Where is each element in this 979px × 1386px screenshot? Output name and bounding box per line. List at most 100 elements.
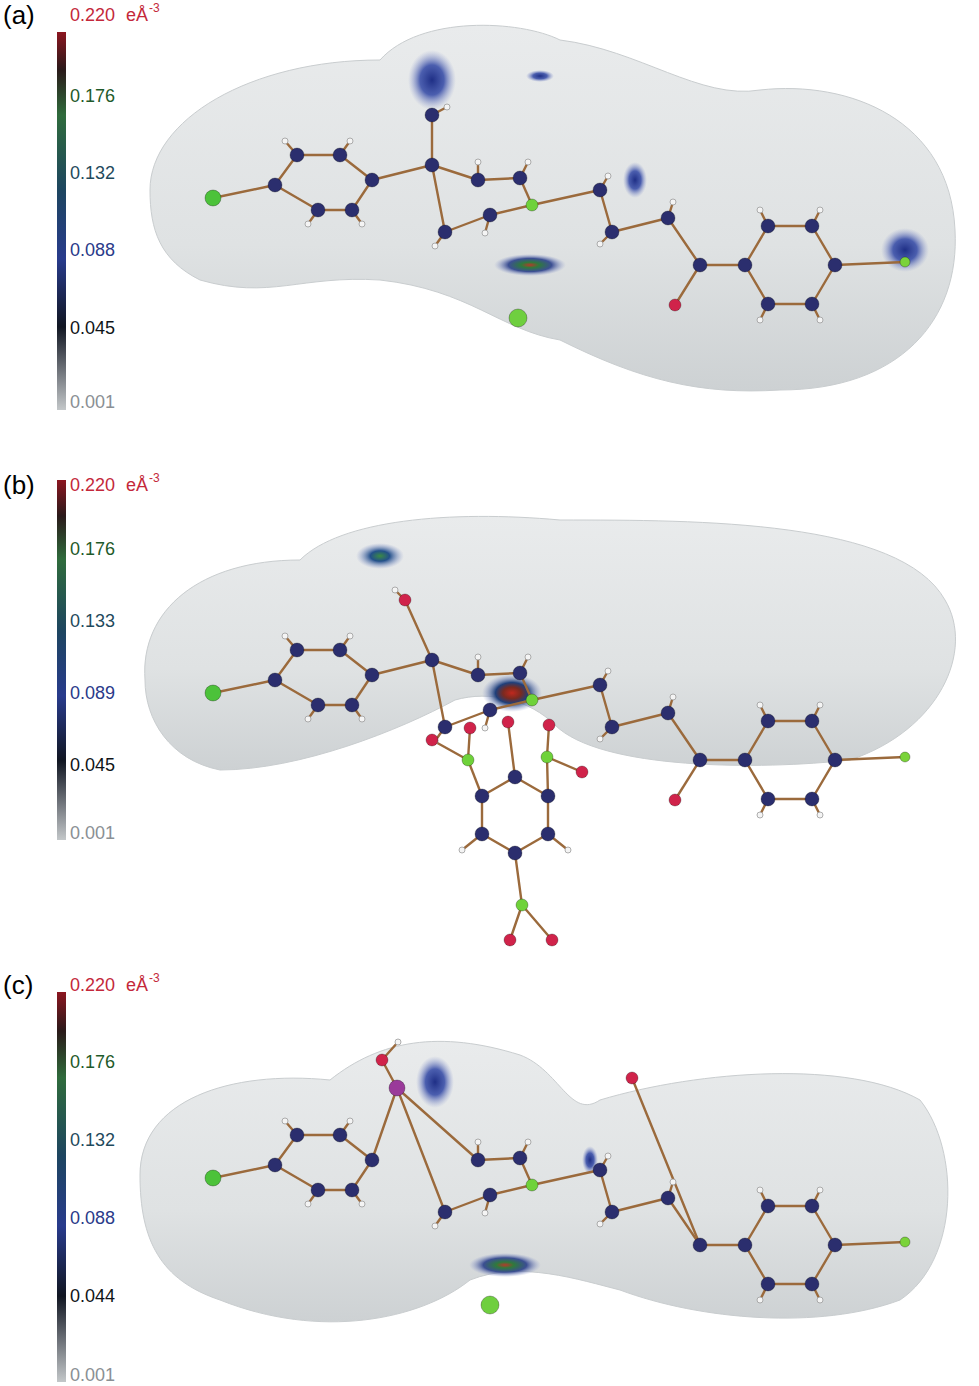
atom xyxy=(805,792,819,806)
atom xyxy=(438,1205,452,1219)
atom xyxy=(516,899,528,911)
atom xyxy=(432,1223,438,1229)
bond xyxy=(668,218,700,265)
atom xyxy=(738,1238,752,1252)
atom xyxy=(438,720,452,734)
atom xyxy=(817,1187,823,1193)
atom xyxy=(425,108,439,122)
atom xyxy=(305,1201,311,1207)
atom xyxy=(462,754,474,766)
atom xyxy=(347,633,353,639)
atom xyxy=(761,1199,775,1213)
bond xyxy=(835,262,905,265)
atom xyxy=(392,587,398,593)
atom xyxy=(444,104,450,110)
atom xyxy=(425,158,439,172)
atom xyxy=(305,221,311,227)
density-surface xyxy=(150,25,955,391)
atom xyxy=(471,668,485,682)
atom xyxy=(670,694,676,700)
atom xyxy=(365,173,379,187)
atom xyxy=(333,1128,347,1142)
atom xyxy=(359,221,365,227)
bond xyxy=(612,1198,668,1212)
scale-value: 0.088 xyxy=(70,241,115,259)
atom xyxy=(290,643,304,657)
scale-value: 0.044 xyxy=(70,1287,115,1305)
atom xyxy=(395,1039,401,1045)
atom xyxy=(426,734,438,746)
atom xyxy=(565,847,571,853)
bond xyxy=(632,1078,700,1245)
atom xyxy=(399,594,411,606)
atom xyxy=(438,225,452,239)
bond xyxy=(508,722,515,777)
unit-exponent: -3 xyxy=(149,2,160,14)
panel-label: (a) xyxy=(3,2,35,28)
atom xyxy=(425,653,439,667)
atom xyxy=(605,668,611,674)
bond xyxy=(213,1165,275,1178)
atom xyxy=(464,722,476,734)
scale-value: 0.176 xyxy=(70,540,115,558)
atom xyxy=(546,934,558,946)
atom xyxy=(661,706,675,720)
bond xyxy=(397,1088,445,1212)
atom xyxy=(761,792,775,806)
bond xyxy=(532,190,600,205)
atom xyxy=(359,1201,365,1207)
atom xyxy=(475,654,481,660)
bond xyxy=(213,185,275,198)
atom xyxy=(475,159,481,165)
atom xyxy=(365,668,379,682)
atom xyxy=(513,666,527,680)
atom xyxy=(459,847,465,853)
density-spot xyxy=(356,543,404,569)
scale-value: eÅ xyxy=(126,6,148,24)
atom xyxy=(525,159,531,165)
atom xyxy=(526,1179,538,1191)
atom xyxy=(757,317,763,323)
atom xyxy=(605,1153,611,1159)
colour-bar xyxy=(57,480,66,840)
atom xyxy=(757,702,763,708)
scale-value: 0.088 xyxy=(70,1209,115,1227)
atom xyxy=(541,827,555,841)
atom xyxy=(670,199,676,205)
atom xyxy=(359,716,365,722)
atom xyxy=(513,1151,527,1165)
atom xyxy=(481,1296,499,1314)
atom xyxy=(805,219,819,233)
atom xyxy=(805,714,819,728)
bond xyxy=(522,905,552,940)
atom xyxy=(757,812,763,818)
scale-value: 0.045 xyxy=(70,319,115,337)
atom xyxy=(693,753,707,767)
atom xyxy=(282,1118,288,1124)
atom xyxy=(483,208,497,222)
scale-value: 0.001 xyxy=(70,393,115,411)
atom xyxy=(626,1072,638,1084)
panel-label: (c) xyxy=(3,972,33,998)
atom xyxy=(576,766,588,778)
atom xyxy=(805,1199,819,1213)
atom xyxy=(268,673,282,687)
atom xyxy=(305,716,311,722)
atom xyxy=(805,1277,819,1291)
bond xyxy=(405,600,432,660)
atom xyxy=(311,203,325,217)
bond xyxy=(372,660,432,675)
atom xyxy=(282,138,288,144)
atom xyxy=(347,138,353,144)
atom xyxy=(761,219,775,233)
density-spot xyxy=(623,162,647,198)
atom xyxy=(508,846,522,860)
atom xyxy=(525,654,531,660)
atom xyxy=(757,1187,763,1193)
atom xyxy=(475,827,489,841)
bond xyxy=(275,185,318,210)
density-spot xyxy=(416,1056,454,1108)
atom xyxy=(605,1205,619,1219)
density-spot xyxy=(526,70,554,82)
atom xyxy=(761,297,775,311)
